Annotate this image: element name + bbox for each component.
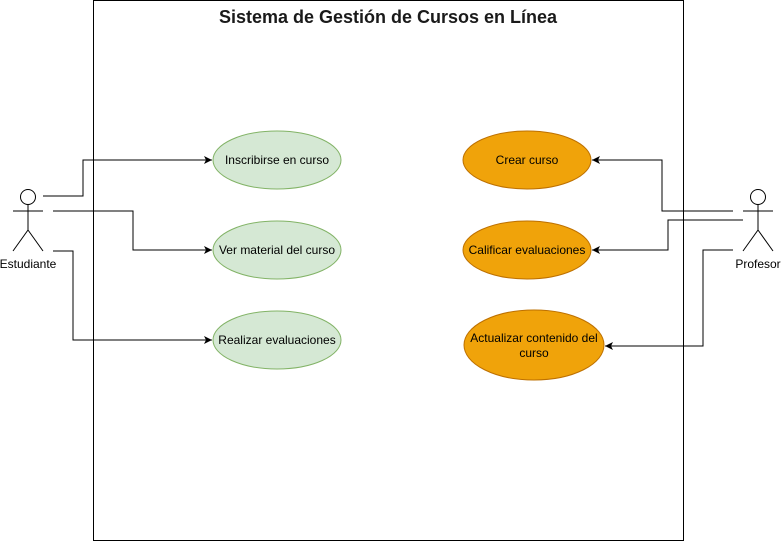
usecase-take-assessments-label: Realizar evaluaciones: [218, 333, 335, 347]
actor-student-label: Estudiante: [0, 257, 57, 271]
usecase-enroll-label: Inscribirse en curso: [225, 153, 329, 167]
actor-teacher[interactable]: Profesor: [735, 189, 781, 272]
connector-student-view-material: [53, 210, 212, 254]
usecase-enroll[interactable]: Inscribirse en curso: [212, 130, 342, 190]
system-title: Sistema de Gestión de Cursos en Línea: [219, 7, 558, 27]
actor-student-head-icon: [20, 189, 36, 205]
usecase-take-assessments[interactable]: Realizar evaluaciones: [212, 310, 342, 370]
usecase-view-material[interactable]: Ver material del curso: [212, 220, 342, 280]
actor-student[interactable]: Estudiante: [0, 189, 57, 272]
usecase-create-course-label: Crear curso: [496, 153, 559, 167]
connector-teacher-grade-assessments: [592, 219, 743, 254]
connector-student-take-assessments: [53, 250, 212, 344]
usecase-update-content-label-line1: Actualizar contenido del: [470, 331, 597, 345]
usecase-view-material-label: Ver material del curso: [219, 243, 335, 257]
actor-teacher-label: Profesor: [735, 257, 780, 271]
usecase-grade-assessments[interactable]: Calificar evaluaciones: [462, 220, 592, 280]
usecase-create-course[interactable]: Crear curso: [462, 130, 592, 190]
system-boundary: [93, 0, 684, 541]
actor-teacher-head-icon: [750, 189, 766, 205]
connector-student-enroll: [43, 156, 212, 197]
connector-teacher-create-course: [592, 156, 733, 212]
usecase-update-content[interactable]: Actualizar contenido del curso: [463, 309, 605, 381]
usecase-update-content-label-line2: curso: [519, 346, 549, 360]
usecase-grade-assessments-label: Calificar evaluaciones: [469, 243, 586, 257]
connector-teacher-update-content: [605, 249, 733, 350]
